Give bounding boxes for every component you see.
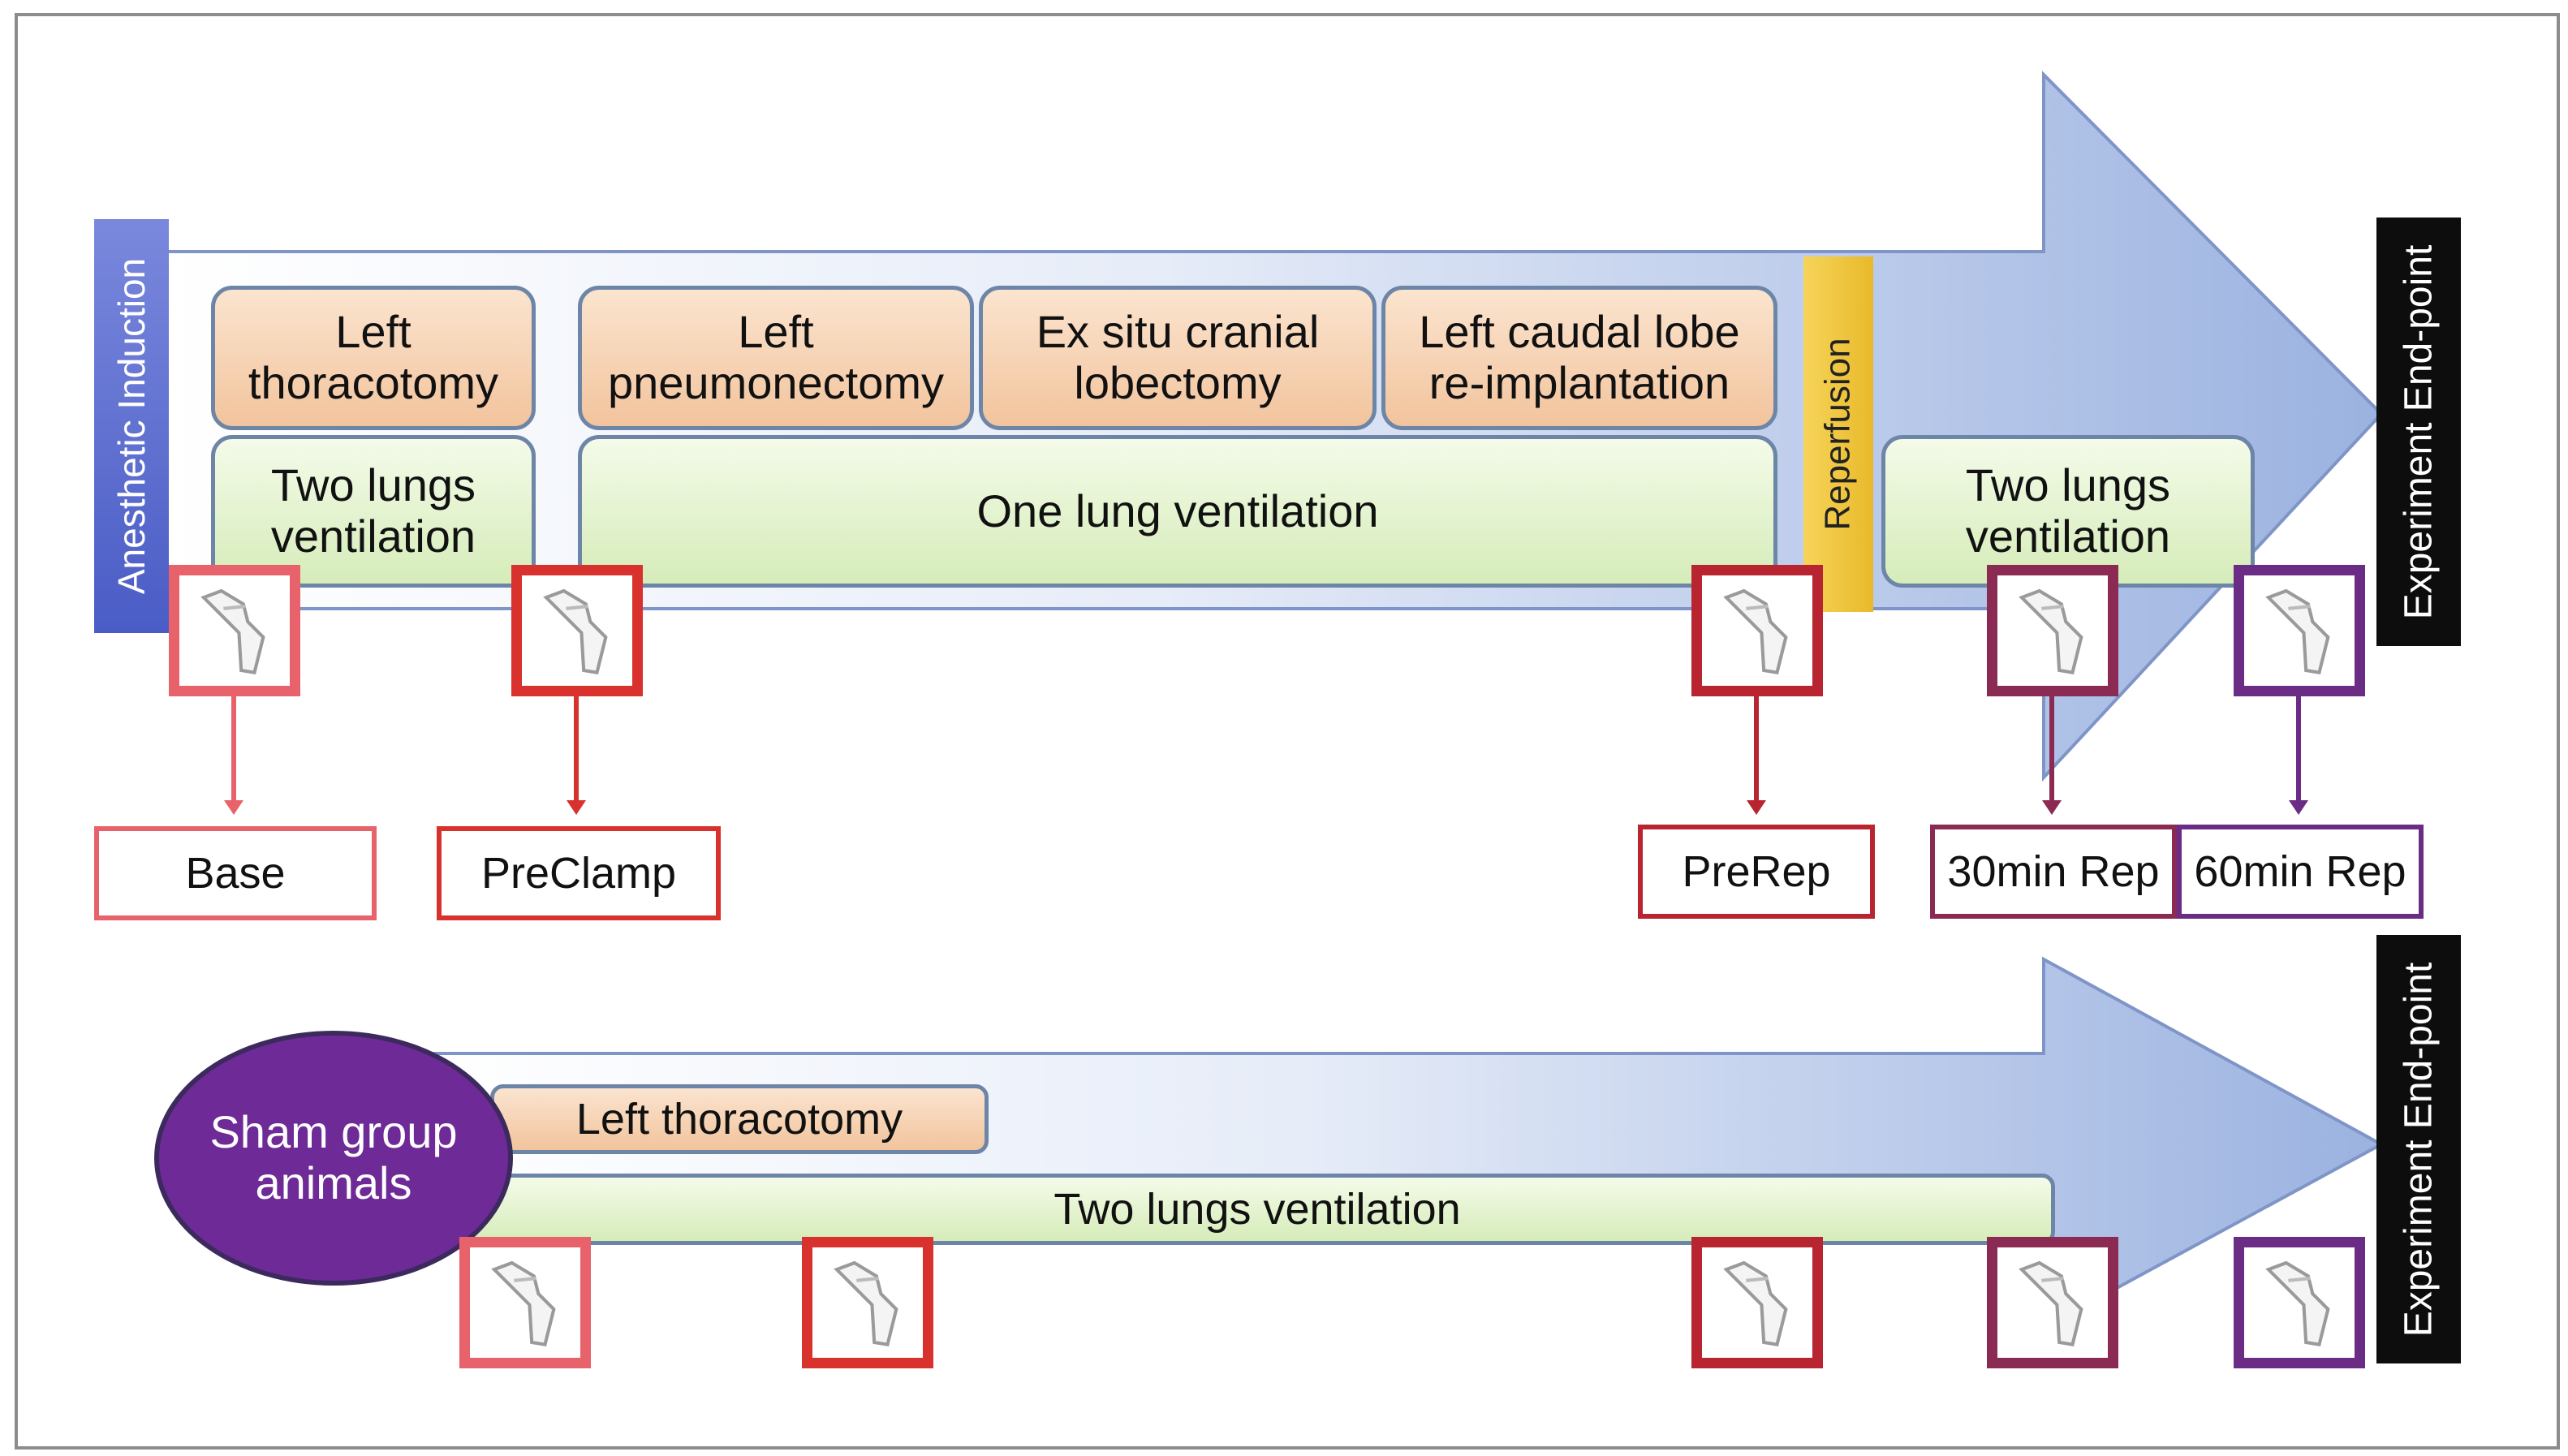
experiment-endpoint-bar-main: Experiment End-point [2376, 218, 2461, 646]
anesthetic-induction-label: Anesthetic Induction [110, 257, 153, 595]
anesthetic-induction-bar: Anesthetic Induction [94, 219, 169, 633]
sham-sample-tube-icon-5 [2234, 1237, 2365, 1368]
sham-sample-tube-icon-4 [1987, 1237, 2118, 1368]
sample-tube-icon-preclamp [511, 565, 643, 696]
timepoint-rep30: 30min Rep [1930, 825, 2177, 919]
experiment-endpoint-label-sham: Experiment End-point [2397, 962, 2441, 1337]
step-left-thoracotomy: Left thoracotomy [211, 286, 536, 430]
sham-sample-tube-icon-3 [1691, 1237, 1823, 1368]
step-ex-situ-cranial-lobectomy: Ex situ cranial lobectomy [979, 286, 1377, 430]
sham-sample-tube-icon-1 [459, 1237, 591, 1368]
timepoint-base: Base [94, 826, 377, 920]
connector-lines [224, 695, 2308, 815]
sample-tube-icon-rep60 [2234, 565, 2365, 696]
sham-ventilation-two-lungs: Two lungs ventilation [459, 1174, 2055, 1245]
sample-tube-icon-rep30 [1987, 565, 2118, 696]
step-left-pneumonectomy: Left pneumonectomy [578, 286, 974, 430]
sample-tube-icon-base [169, 565, 300, 696]
sham-sample-tube-icon-2 [802, 1237, 933, 1368]
sham-step-left-thoracotomy: Left thoracotomy [490, 1084, 989, 1154]
connector-base-arrowhead [224, 800, 243, 815]
connector-rep60-arrowhead [2289, 800, 2308, 815]
experiment-endpoint-bar-sham: Experiment End-point [2376, 935, 2461, 1363]
step-left-caudal-lobe-reimplantation: Left caudal lobe re-implantation [1381, 286, 1777, 430]
timepoint-preclamp: PreClamp [437, 826, 721, 920]
timepoint-prerep: PreRep [1638, 825, 1875, 919]
ventilation-one-lung: One lung ventilation [578, 435, 1777, 588]
experiment-endpoint-label-main: Experiment End-point [2397, 244, 2441, 619]
sham-group-badge: Sham group animals [154, 1031, 513, 1286]
timepoint-rep60: 60min Rep [2177, 825, 2424, 919]
connector-rep30-arrowhead [2042, 800, 2062, 815]
connector-prerep-arrowhead [1747, 800, 1766, 815]
reperfusion-label: Reperfusion [1818, 338, 1859, 531]
ventilation-two-lungs-post: Two lungs ventilation [1881, 435, 2255, 588]
sample-tube-icon-prerep [1691, 565, 1823, 696]
connector-preclamp-arrowhead [567, 800, 586, 815]
reperfusion-bar: Reperfusion [1803, 256, 1873, 612]
ventilation-two-lungs-pre: Two lungs ventilation [211, 435, 536, 588]
